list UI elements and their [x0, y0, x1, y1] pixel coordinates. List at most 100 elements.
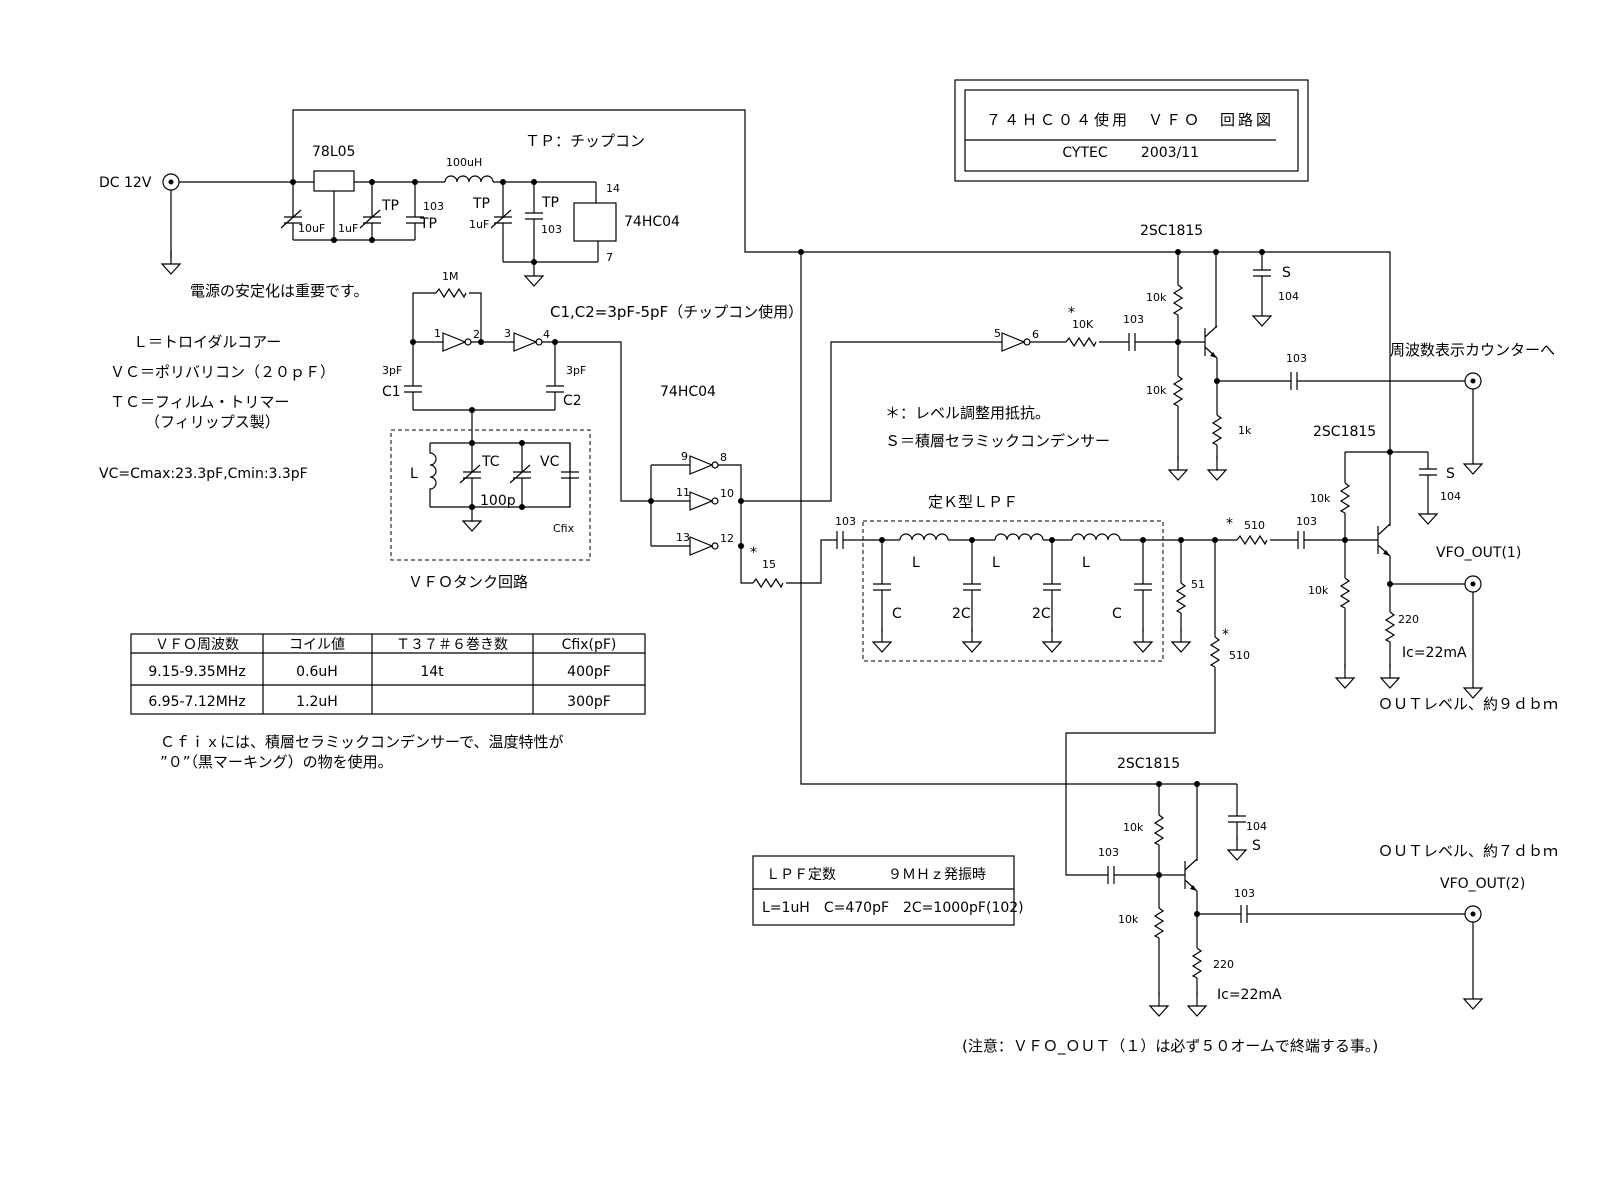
svg-text:L: L	[410, 466, 418, 482]
svg-text:3pF: 3pF	[382, 364, 402, 377]
svg-text:S: S	[1282, 265, 1291, 281]
svg-text:TP: TP	[419, 216, 437, 232]
power-note: 電源の安定化は重要です。	[190, 282, 369, 300]
svg-text:L: L	[1082, 555, 1090, 571]
svg-text:TP: TP	[541, 195, 559, 211]
svg-text:ＯＵＴレベル、約７ｄｂｍ: ＯＵＴレベル、約７ｄｂｍ	[1378, 842, 1558, 860]
svg-text:2SC1815: 2SC1815	[1117, 756, 1180, 772]
regulator-78l05	[313, 170, 355, 192]
freq-table-cell: 14t	[420, 664, 444, 680]
svg-text:2SC1815: 2SC1815	[1140, 223, 1203, 239]
svg-text:103: 103	[423, 200, 444, 213]
svg-text:1: 1	[434, 327, 441, 340]
out2-stage: 2SC1815 103 10k 10k 220 Ic=22mA 103 VFO_…	[800, 252, 1558, 1017]
svg-text:14: 14	[606, 182, 620, 195]
svg-text:220: 220	[1213, 958, 1234, 971]
svg-text:103: 103	[1098, 846, 1119, 859]
svg-text:Cfix: Cfix	[553, 522, 575, 535]
svg-text:Ｌ＝トロイダルコアー: Ｌ＝トロイダルコアー	[133, 333, 281, 351]
svg-text:TC: TC	[481, 454, 500, 470]
inductor-100uh-icon	[444, 175, 494, 183]
freq-table-cell: 300pF	[567, 694, 611, 710]
svg-text:ＯＵＴレベル、約９ｄｂｍ: ＯＵＴレベル、約９ｄｂｍ	[1378, 695, 1558, 713]
svg-text:*: *	[1226, 516, 1233, 532]
svg-text:15: 15	[762, 558, 776, 571]
svg-text:13: 13	[676, 531, 690, 544]
freq-table-header: Cfix(pF)	[562, 637, 617, 653]
svg-text:S: S	[1252, 838, 1261, 854]
svg-text:C1,C2=3pF-5pF（チップコン使用）: C1,C2=3pF-5pF（チップコン使用）	[550, 303, 803, 321]
svg-text:周波数表示カウンターへ: 周波数表示カウンターへ	[1390, 341, 1555, 359]
inverter-11-icon	[689, 491, 719, 511]
svg-text:*: *	[1068, 305, 1075, 321]
svg-text:”０”（黒マーキング）の物を使用。: ”０”（黒マーキング）の物を使用。	[160, 753, 393, 771]
svg-text:Ｓ＝積層セラミックコンデンサー: Ｓ＝積層セラミックコンデンサー	[885, 432, 1110, 450]
svg-text:VFO_OUT(1): VFO_OUT(1)	[1436, 545, 1521, 561]
svg-text:11: 11	[676, 486, 690, 499]
svg-text:10k: 10k	[1146, 291, 1167, 304]
termination-warning: (注意：ＶＦＯ_ＯＵＴ（１）は必ず５０オームで終端する事。)	[962, 1037, 1378, 1056]
low-pass-filter: 103 定Ｋ型ＬＰＦ L L L C 2C 2C C 51 * 510	[835, 493, 1298, 876]
inductor-label: 100uH	[446, 156, 482, 169]
oscillator: 1M 1 2 3 4 3pF C1 3pF C2 74HC04 L	[382, 270, 716, 591]
svg-text:10uF: 10uF	[298, 222, 325, 235]
svg-text:C: C	[1112, 606, 1122, 622]
svg-text:＊：レベル調整用抵抗。: ＊：レベル調整用抵抗。	[885, 404, 1050, 422]
svg-text:ＴＣ＝フィルム・トリマー: ＴＣ＝フィルム・トリマー	[110, 393, 289, 411]
power-supply: DC 12V 78L05 100uH ＴＰ：チップコン 10uF 1uF TP	[99, 109, 1391, 452]
svg-text:1k: 1k	[1238, 424, 1252, 437]
lpf-constants-table: ＬＰＦ定数 ９ＭＨｚ発振時 L=1uH C=470pF 2C=1000pF(10…	[752, 855, 1024, 926]
svg-text:510: 510	[1244, 519, 1265, 532]
svg-text:10k: 10k	[1310, 492, 1331, 505]
svg-text:3: 3	[504, 327, 511, 340]
counter-buffer-stage: * 10K 103 2SC1815 10k 10k 1k 103 周波数表示	[798, 223, 1555, 481]
out1-stage: 103 2SC1815 10k 10k 220 Ic=22mA VFO_OUT(…	[1296, 424, 1558, 713]
svg-text:6: 6	[1032, 328, 1039, 341]
svg-text:1M: 1M	[442, 270, 459, 283]
svg-text:10k: 10k	[1308, 584, 1329, 597]
lpf-box	[862, 520, 1164, 662]
tank-inductor-icon	[429, 443, 437, 507]
svg-text:220: 220	[1398, 613, 1419, 626]
freq-table-cell: 1.2uH	[296, 694, 338, 710]
svg-text:1uF: 1uF	[338, 222, 358, 235]
freq-table-cell: 9.15-9.35MHz	[148, 664, 245, 680]
lpf-inductor-1-icon	[899, 533, 949, 541]
svg-text:1uF: 1uF	[469, 218, 489, 231]
lpf-title: 定Ｋ型ＬＰＦ	[928, 493, 1018, 511]
svg-text:103: 103	[1123, 313, 1144, 326]
inverter-9-icon	[689, 455, 719, 475]
svg-text:TP: TP	[381, 198, 399, 214]
svg-text:5: 5	[994, 327, 1001, 340]
frequency-table: ＶＦＯ周波数 コイル値 Ｔ３７＃６巻き数 Cfix(pF) 9.15-9.35M…	[130, 633, 646, 771]
dc-jack-icon	[162, 173, 180, 191]
svg-text:Ic=22mA: Ic=22mA	[1217, 987, 1282, 1003]
regulator-label: 78L05	[312, 144, 355, 160]
svg-text:510: 510	[1229, 649, 1250, 662]
svg-text:4: 4	[543, 328, 550, 341]
inverter-1-icon	[442, 332, 472, 352]
transistor-out2-icon	[1184, 858, 1198, 892]
svg-text:2SC1815: 2SC1815	[1313, 424, 1376, 440]
svg-text:74HC04: 74HC04	[624, 214, 680, 230]
svg-text:103: 103	[1234, 887, 1255, 900]
svg-text:2C: 2C	[1032, 606, 1051, 622]
svg-text:103: 103	[1296, 515, 1317, 528]
svg-text:C: C	[892, 606, 902, 622]
date-label: 2003/11	[1141, 145, 1199, 161]
inverter-13-icon	[689, 536, 719, 556]
svg-text:C1: C1	[382, 384, 401, 400]
svg-text:103: 103	[1286, 352, 1307, 365]
svg-text:10k: 10k	[1118, 913, 1139, 926]
svg-text:VC: VC	[540, 454, 560, 470]
tp-title: ＴＰ：チップコン	[525, 132, 645, 150]
svg-text:8: 8	[720, 451, 727, 464]
buffer-inverters: 9 8 11 10 13 12 * 15 5 6	[648, 327, 1039, 588]
svg-text:104: 104	[1278, 290, 1299, 303]
svg-text:7: 7	[606, 251, 613, 264]
svg-text:９ＭＨｚ発振時: ９ＭＨｚ発振時	[888, 867, 986, 883]
svg-text:ＬＰＦ定数: ＬＰＦ定数	[766, 867, 836, 883]
svg-text:100p: 100p	[480, 493, 516, 509]
svg-text:2C: 2C	[952, 606, 971, 622]
